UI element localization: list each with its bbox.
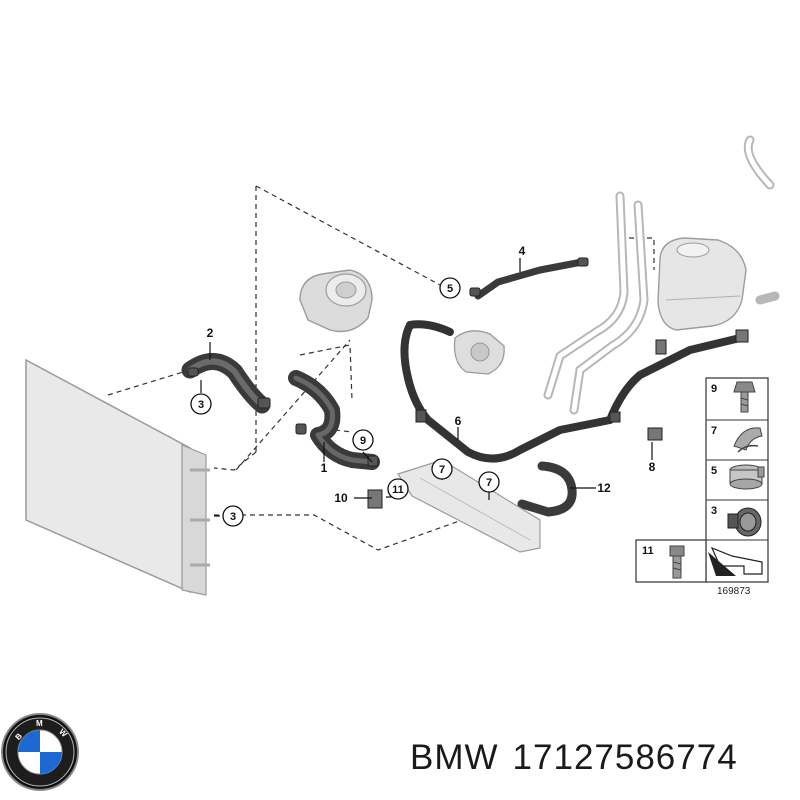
legend-num-3: 3 — [711, 505, 717, 517]
callout-7b: 7 — [478, 471, 500, 493]
callout-7a: 7 — [431, 458, 453, 480]
expansion-tank — [657, 237, 747, 331]
label-12: 12 — [597, 481, 611, 495]
label-8: 8 — [649, 460, 656, 474]
callout-5: 5 — [439, 277, 461, 299]
quick-coupling-icon — [727, 507, 762, 537]
diagram-number: 169873 — [717, 586, 751, 597]
coolant-hoses — [181, 258, 744, 517]
svg-text:5: 5 — [447, 283, 453, 295]
label-1: 1 — [321, 461, 328, 475]
svg-text:11: 11 — [392, 484, 404, 496]
svg-text:3: 3 — [198, 399, 204, 411]
bmw-logo: B M W — [1, 713, 79, 791]
label-2: 2 — [207, 326, 214, 340]
screw-icon — [733, 381, 756, 413]
arrow-sign-icon — [708, 546, 763, 576]
clip-icon — [733, 427, 763, 453]
water-pump — [453, 330, 505, 375]
part-number: 17127586774 — [512, 738, 738, 777]
leader-frame — [107, 185, 655, 551]
legend-num-5: 5 — [711, 465, 717, 477]
logo-letter-b: B — [14, 731, 25, 742]
bolt-icon — [669, 545, 685, 579]
hose-clamp-icon — [729, 464, 765, 490]
label-4: 4 — [519, 244, 526, 258]
part-caption: BMW 17127586774 — [410, 738, 795, 788]
logo-letter-m: M — [36, 719, 43, 728]
connectors — [187, 257, 749, 509]
legend-num-7: 7 — [711, 425, 717, 437]
brand-name: BMW — [410, 738, 499, 777]
thermostat-housing — [299, 269, 373, 333]
svg-text:7: 7 — [439, 464, 445, 476]
callout-11: 11 — [387, 478, 409, 500]
svg-text:9: 9 — [360, 435, 366, 447]
callout-3a: 3 — [190, 393, 212, 415]
svg-text:7: 7 — [486, 477, 492, 489]
label-10: 10 — [334, 491, 348, 505]
legend-panel: 9 7 5 3 11 — [635, 377, 769, 597]
legend-num-11: 11 — [642, 545, 654, 557]
svg-text:3: 3 — [230, 511, 236, 523]
label-6: 6 — [455, 414, 462, 428]
callout-3b: 3 — [222, 505, 244, 527]
callout-9: 9 — [352, 429, 374, 451]
radiator — [25, 358, 210, 596]
legend-num-9: 9 — [711, 383, 717, 395]
